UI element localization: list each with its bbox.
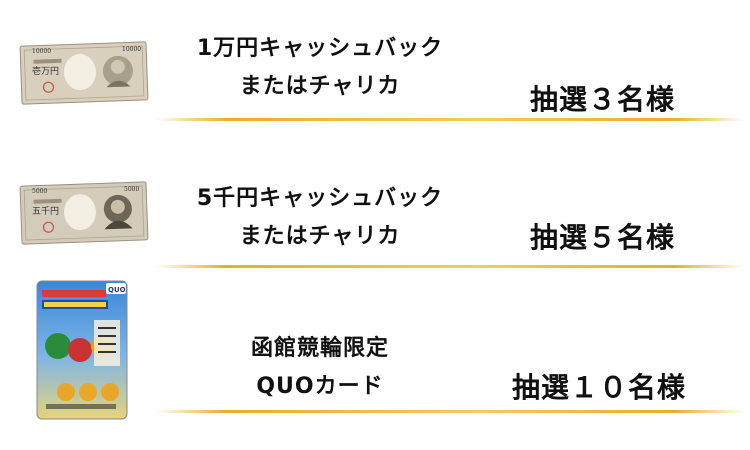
note-value-left: 10000	[32, 48, 51, 55]
prize-count: 抽選３名様	[530, 83, 676, 116]
note-value-left: 5000	[32, 188, 47, 195]
gold-divider	[155, 410, 745, 413]
note-kanji: 壱万円	[32, 65, 59, 77]
gold-divider	[155, 265, 745, 268]
prize-name-line-1: 函館競輪限定	[250, 336, 389, 361]
prize-row-1: 10000 10000 壱万円 1万円キャッシュバック またはチャリカ 抽選３名…	[0, 0, 750, 130]
five-thousand-yen-note: 5000 5000 五千円	[18, 178, 150, 248]
quo-logo-text: QUO	[108, 286, 126, 294]
prize-name-line-2: QUOカード	[256, 374, 384, 399]
prize-name-line-1: 5千円キャッシュバック	[196, 186, 444, 211]
ten-thousand-yen-note: 10000 10000 壱万円	[18, 38, 150, 108]
prize-name-line-2: またはチャリカ	[239, 224, 401, 249]
prize-count: 抽選５名様	[530, 221, 676, 254]
prize-name: 函館競輪限定 QUOカード	[160, 330, 480, 406]
prize-name-line-2: またはチャリカ	[239, 74, 401, 99]
note-value-right: 10000	[122, 46, 141, 53]
note-value-right: 5000	[124, 186, 139, 193]
gold-divider	[155, 118, 745, 121]
prize-name-line-1: 1万円キャッシュバック	[196, 36, 444, 61]
note-kanji: 五千円	[32, 206, 59, 217]
prize-count: 抽選１０名様	[512, 371, 687, 404]
prize-name: 5千円キャッシュバック またはチャリカ	[160, 180, 480, 256]
prize-name: 1万円キャッシュバック またはチャリカ	[160, 30, 480, 106]
quo-card: QUO	[36, 280, 128, 420]
prize-row-3: QUO 函館競輪限定 QUOカード 抽選１０名様	[0, 270, 750, 450]
prize-row-2: 5000 5000 五千円 5千円キャッシュバック またはチャリカ 抽選５名様	[0, 130, 750, 270]
